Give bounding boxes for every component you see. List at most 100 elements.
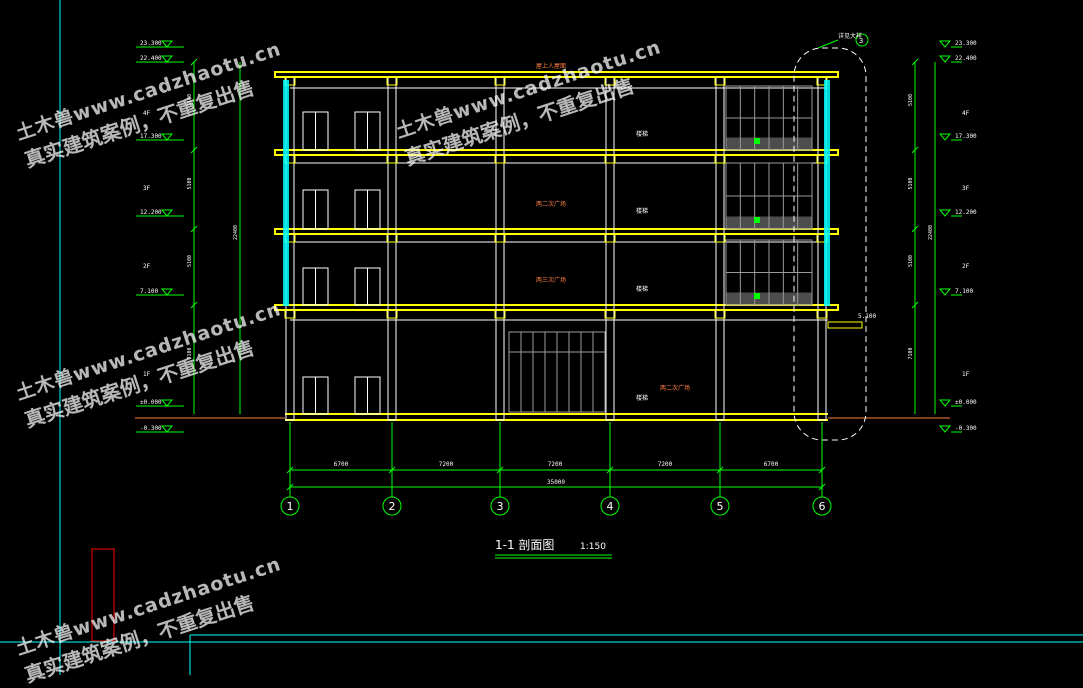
spandrel	[725, 292, 813, 306]
column-cap	[714, 154, 726, 164]
vertical-dim-text: 5100	[908, 255, 914, 267]
note-callout-text: 详见大样	[838, 32, 862, 40]
floor-label: 4F	[143, 110, 151, 117]
dim-tick	[190, 58, 198, 66]
dim-tick	[818, 466, 826, 474]
axis-label: 6	[819, 500, 826, 513]
elevation-value: 12.200	[955, 209, 977, 216]
floor-label: 4F	[962, 110, 970, 117]
spandrel	[725, 216, 813, 230]
spandrel	[725, 137, 813, 151]
elevation-value: 23.300	[140, 40, 162, 47]
axis-label: 2	[389, 500, 396, 513]
floor-label: 1F	[143, 371, 151, 378]
vertical-dim-text: 5100	[908, 177, 914, 189]
elevation-triangle	[160, 425, 174, 433]
dim-tick-total	[286, 483, 294, 491]
column-cap	[386, 76, 398, 86]
elevation-value: 23.300	[955, 40, 977, 47]
floor-label: 2F	[143, 263, 151, 270]
elevation-triangle	[938, 55, 952, 63]
dim-tick	[190, 146, 198, 154]
span-dim: 6700	[334, 461, 349, 468]
dim-tick	[388, 466, 396, 474]
dim-tick	[190, 301, 198, 309]
svg-text:楼梯: 楼梯	[636, 130, 648, 138]
structural-columns	[284, 76, 828, 421]
dim-tick	[911, 146, 919, 154]
elevation-value: ±0.000	[140, 399, 162, 406]
column-5	[715, 76, 725, 421]
column-cap	[386, 154, 398, 164]
room-label-3f: 两二次广场	[536, 200, 566, 208]
stair-marker	[754, 138, 760, 144]
interior-doors	[302, 111, 381, 415]
svg-text:楼梯: 楼梯	[636, 207, 648, 215]
vertical-dim-text: 7100	[187, 347, 193, 359]
floor-label: 2F	[962, 263, 970, 270]
axis-label: 5	[717, 500, 724, 513]
dim-tick	[606, 466, 614, 474]
elevation-triangle	[938, 288, 952, 296]
axis-bubble	[812, 496, 832, 516]
vertical-dim-text: 5100	[187, 255, 193, 267]
column-cap	[494, 76, 506, 86]
elevation-value: 17.300	[955, 133, 977, 140]
elevation-value: 17.300	[140, 133, 162, 140]
elevation-triangle	[160, 209, 174, 217]
elevation-value: -0.300	[955, 425, 977, 432]
axis-bubble	[382, 496, 402, 516]
total-dim: 35000	[547, 479, 565, 486]
span-dim: 7200	[439, 461, 454, 468]
dim-tick	[911, 225, 919, 233]
curtain-wall	[725, 85, 813, 306]
column-cap	[714, 76, 726, 86]
stair-marker	[754, 293, 760, 299]
elevation-value: 12.200	[140, 209, 162, 216]
axis-label: 3	[497, 500, 504, 513]
span-dim: 7200	[658, 461, 673, 468]
elevation-triangle	[160, 133, 174, 141]
elevation-triangle	[938, 399, 952, 407]
left-facade-glazing	[283, 80, 830, 306]
red-marker-box	[91, 548, 115, 642]
elevation-value: 22.400	[140, 55, 162, 62]
column-cap	[386, 309, 398, 319]
floor-slabs	[274, 71, 839, 421]
elevation-triangle	[160, 399, 174, 407]
vertical-dim-text: 5100	[908, 94, 914, 106]
vertical-dim-text: 5100	[187, 177, 193, 189]
side-level-text: 5.100	[858, 313, 876, 320]
dim-tick	[911, 301, 919, 309]
axis-bubble	[710, 496, 730, 516]
room-label-roof: 屋上人屋面	[536, 62, 566, 70]
span-dim: 7200	[548, 461, 563, 468]
left-elevation-markers: 23.30022.40017.30012.2007.100±0.000-0.30…	[136, 40, 241, 433]
column-cap	[604, 76, 616, 86]
drawing-scale: 1:150	[580, 542, 606, 552]
vertical-dim-text: 5100	[187, 94, 193, 106]
vertical-dim-text: 7100	[908, 347, 914, 359]
svg-text:楼梯: 楼梯	[636, 394, 648, 402]
dim-tick	[286, 466, 294, 474]
span-dim: 6700	[764, 461, 779, 468]
column-cap	[714, 233, 726, 243]
column-4	[605, 76, 615, 421]
axis-label: 1	[287, 500, 294, 513]
elevation-value: 7.100	[955, 288, 973, 295]
elevation-value: 22.400	[955, 55, 977, 62]
dim-tick-total	[818, 483, 826, 491]
room-label-2f: 两三次广场	[536, 276, 566, 284]
drawing-title: 1-1 剖面图	[495, 538, 554, 552]
elevation-triangle	[160, 40, 174, 48]
elevation-value: -0.300	[140, 425, 162, 432]
ground-floor-gate	[508, 331, 606, 413]
column-cap	[604, 233, 616, 243]
floor-label: 1F	[962, 371, 970, 378]
room-label-1f: 两二次广场	[660, 384, 690, 392]
elevation-triangle	[938, 133, 952, 141]
svg-text:楼梯: 楼梯	[636, 285, 648, 293]
